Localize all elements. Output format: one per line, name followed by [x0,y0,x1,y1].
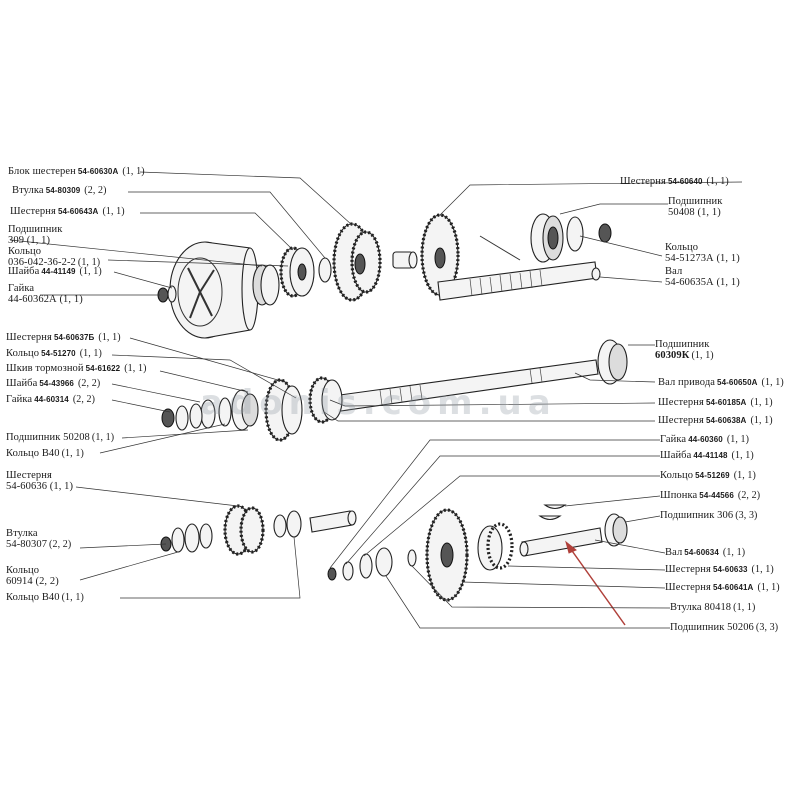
label-ring-b40-2: Кольцо В40(1, 1) [6,592,84,603]
shaft-60634-shape [521,527,603,557]
nut-middle [161,408,175,428]
key-1 [543,504,567,510]
label-bearing-50208: Подшипник 50208(1, 1) [6,432,115,443]
shaft-60635-shape [437,261,598,301]
middle-assembly [161,339,628,442]
top-assembly [157,213,612,339]
pulley-drum-inner [177,257,223,327]
gear-60633-shape [477,525,503,571]
bearing-50206-shape [375,547,393,577]
leader-lines [9,171,743,629]
bottom-assembly [160,504,628,626]
key-2 [538,515,562,521]
watermark: adonis.com.ua [200,383,557,423]
label-bearing-306: Подшипник 306(3, 3) [660,510,758,521]
highlight-arrow [569,547,626,626]
label-ring-b40-1: Кольцо В40(1, 1) [6,448,84,459]
label-bearing-50206: Подшипник 50206(3, 3) [670,622,779,633]
washer-top [167,285,177,303]
pin-bottom-left [309,510,353,533]
label-bushing-80418: Втулка 80418(1, 1) [670,602,756,613]
